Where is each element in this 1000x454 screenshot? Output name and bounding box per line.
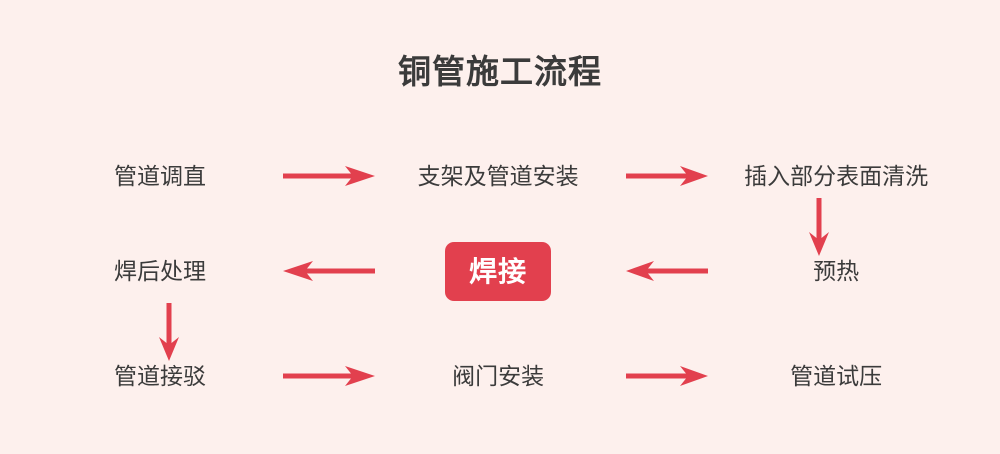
flow-edge-n1-n2 bbox=[270, 146, 389, 206]
arrow-left-icon bbox=[626, 261, 709, 281]
flow-node-label-highlighted: 焊接 bbox=[445, 241, 552, 301]
flow-node-charuburubiaomianqingxi[interactable]: 插入部分表面清洗 bbox=[727, 146, 946, 206]
flow-row-3: 管道接驳 阀门安装 管道试压 bbox=[0, 346, 1000, 406]
flow-node-hanhouchuli[interactable]: 焊后处理 bbox=[50, 241, 269, 301]
flow-node-label: 阀门安装 bbox=[452, 363, 545, 389]
arrow-down-icon bbox=[159, 303, 179, 361]
arrow-right-icon bbox=[626, 166, 709, 186]
flow-node-famenanzhuang[interactable]: 阀门安装 bbox=[389, 346, 608, 406]
flow-edge-n2-n3 bbox=[608, 146, 727, 206]
flow-node-label: 插入部分表面清洗 bbox=[744, 163, 929, 189]
flow-edge-n7-n8 bbox=[270, 346, 389, 406]
arrow-right-icon bbox=[626, 366, 709, 386]
flow-node-yure[interactable]: 预热 bbox=[727, 241, 946, 301]
flow-node-guandaotiaozhi[interactable]: 管道调直 bbox=[50, 146, 269, 206]
flow-edge-n8-n9 bbox=[608, 346, 727, 406]
flow-edge-n4-n5 bbox=[608, 241, 727, 301]
arrow-right-icon bbox=[283, 166, 376, 186]
flow-node-guandaoshiya[interactable]: 管道试压 bbox=[727, 346, 946, 406]
flow-node-label: 管道接驳 bbox=[113, 363, 206, 389]
flow-row-2: 焊后处理 焊接 预热 bbox=[0, 241, 1000, 301]
flow-edge-n5-n6 bbox=[270, 241, 389, 301]
flow-row-1: 管道调直 支架及管道安装 插入部分表面清洗 bbox=[0, 146, 1000, 206]
flow-node-hanjie-active[interactable]: 焊接 bbox=[389, 241, 608, 301]
arrow-down-icon bbox=[809, 198, 829, 256]
flow-node-zhijiaji-guandaoanzhuang[interactable]: 支架及管道安装 bbox=[389, 146, 608, 206]
arrow-left-icon bbox=[283, 261, 376, 281]
flow-node-label: 管道调直 bbox=[113, 163, 206, 189]
flow-node-label: 预热 bbox=[813, 258, 860, 284]
page-title: 铜管施工流程 bbox=[398, 53, 602, 90]
flow-node-label: 管道试压 bbox=[790, 363, 883, 389]
arrow-right-icon bbox=[283, 366, 376, 386]
flow-node-guandaojiebo[interactable]: 管道接驳 bbox=[50, 346, 269, 406]
flow-node-label: 焊后处理 bbox=[113, 258, 206, 284]
flow-node-label: 支架及管道安装 bbox=[417, 163, 579, 189]
